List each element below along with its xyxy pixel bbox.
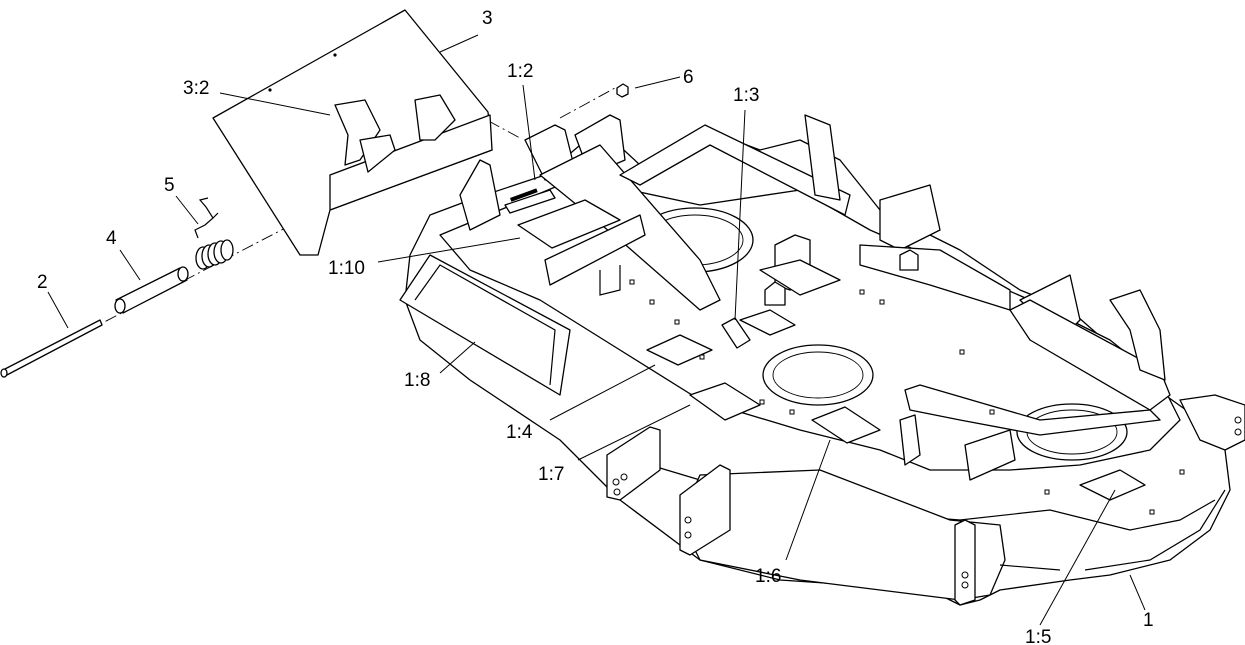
rear-frame-rail [619,124,851,216]
decal-1-3 [721,317,751,349]
rear-bracket-left [459,159,501,231]
front-hanger-bracket-left [606,426,661,501]
callout-1-4: 1:4 [506,422,533,443]
decal-1-7 [689,382,761,421]
decal-1-2 [504,189,556,214]
callout-1-5: 1:5 [1025,627,1051,645]
discharge-chute-housing [399,254,571,396]
discharge-deflector [212,9,493,256]
callout-1-10: 1:10 [328,258,365,279]
pivot-rod [0,319,103,378]
front-hanger-bracket-right [954,519,976,606]
callout-1-7: 1:7 [538,464,564,485]
blade-opening-center [762,344,874,406]
callout-1-3: 1:3 [733,85,759,106]
callout-3-2: 3:2 [183,78,209,99]
side-frame-rail [1009,299,1171,411]
callout-1-2: 1:2 [507,61,533,82]
decal-1-10 [517,199,621,249]
right-side-discharge [1179,394,1245,451]
deflector-rear-lip [329,114,493,211]
callout-labels: 3 3:2 1:2 6 1:3 5 4 2 1:10 1:8 1:4 1:7 1… [37,8,1154,645]
nut [616,83,629,98]
deck-top-plate [439,184,1181,471]
channel-bracket [544,214,646,286]
torsion-spring [194,197,234,270]
hinge-bracket-right [414,94,456,141]
leader-lines [47,34,1146,626]
spacer-tube [114,266,189,314]
callout-1-8: 1:8 [404,370,430,391]
callout-2: 2 [37,272,48,293]
callout-1-6: 1:6 [755,566,781,587]
callout-4: 4 [106,228,117,249]
decal-1-6 [811,406,881,444]
front-frame-rail [904,384,1161,436]
mower-deck [399,114,1245,606]
callout-5: 5 [164,175,175,196]
callout-1: 1 [1143,610,1154,631]
callout-3: 3 [482,8,493,29]
front-rail [679,469,1006,601]
decal-1-4 [646,334,713,366]
hinge-bracket-left [334,99,381,166]
callout-6: 6 [683,67,694,88]
deck-holes [629,279,1242,515]
front-hanger-bracket-center [679,464,731,556]
